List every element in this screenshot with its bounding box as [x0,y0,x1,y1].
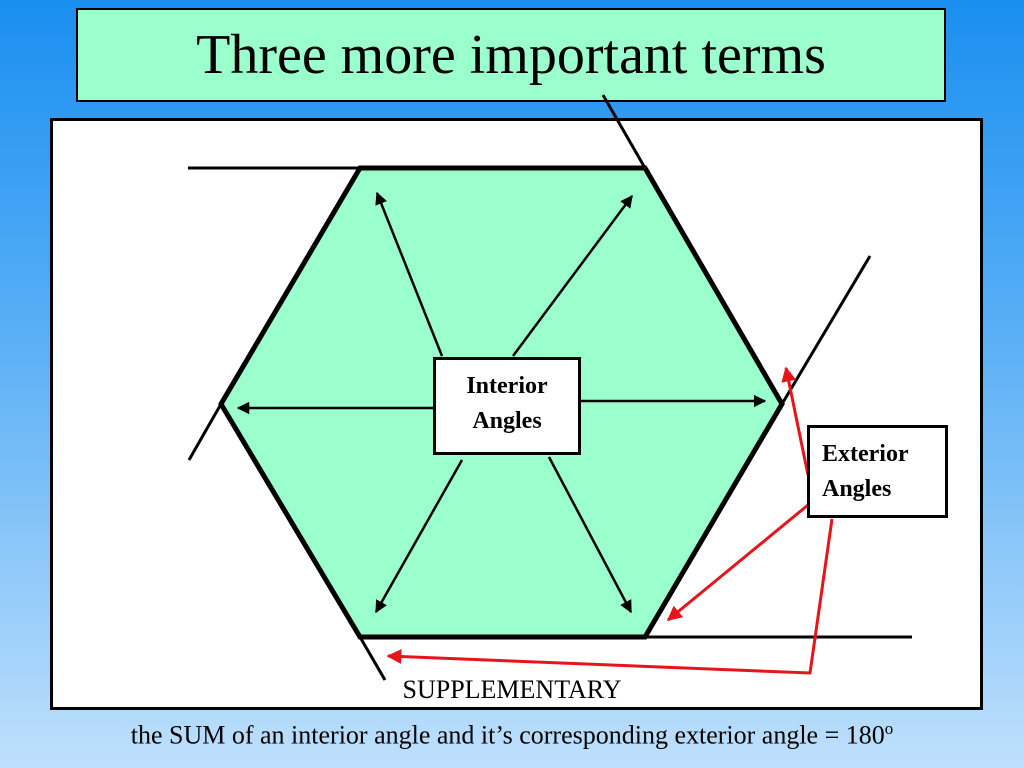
term-supplementary: SUPPLEMENTARY [402,675,622,704]
right-extension-line [780,255,872,405]
exterior-label-line2: Angles [822,475,892,502]
exterior-label-line1: Exterior [822,441,909,467]
exterior-angles-label: Exterior Angles [807,425,948,518]
interior-arrow-up-right [511,194,634,357]
interior-label-line1: Interior [466,373,548,399]
exterior-arrow-lower [386,518,834,675]
slide-title: Three more important terms [196,24,826,86]
definition-text: the SUM of an interior angle and it’s co… [130,720,885,750]
degree-superscript: o [884,719,894,738]
interior-arrow-up-left [375,191,444,357]
interior-label-line2: Angles [472,407,542,434]
interior-angles-label: Interior Angles [433,357,581,455]
definition-caption: the SUM of an interior angle and it’s co… [0,720,1024,749]
top-right-extension-line [601,94,647,169]
exterior-arrow-middle [666,503,809,622]
title-box: Three more important terms [76,8,946,102]
exterior-arrow-upper [781,366,810,476]
bottom-left-extension-line [358,636,387,681]
interior-arrow-down-right [547,456,633,614]
interior-arrow-down-left [374,459,464,614]
left-extension-line [187,403,223,461]
